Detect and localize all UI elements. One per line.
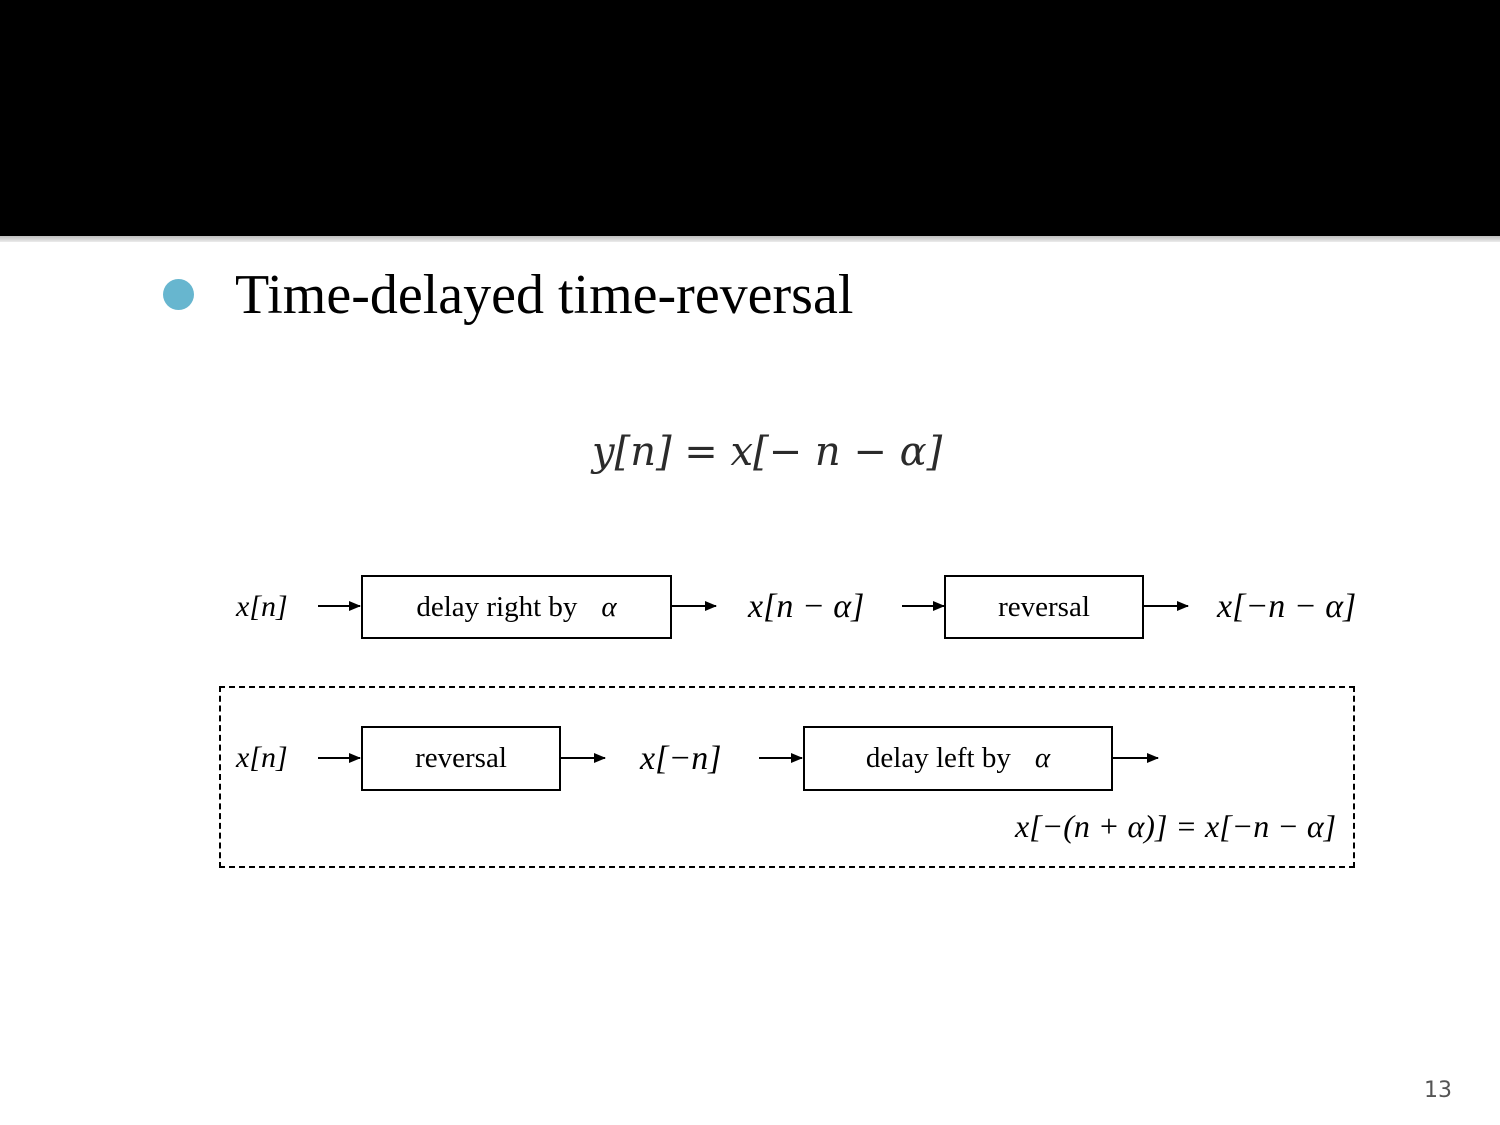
reversal-label: reversal — [998, 590, 1090, 623]
row1-output-signal: x[−n − α] — [1217, 588, 1357, 625]
equation: y[n] = x[− n − α] — [592, 429, 943, 475]
bullet-icon — [163, 279, 194, 310]
row2-output-signal: x[−(n + α)] = x[−n − α] — [1015, 808, 1337, 844]
reversal-block-2: reversal — [361, 726, 561, 791]
row2-intermediate-signal: x[−n] — [640, 740, 722, 777]
delay-right-block: delay right by α — [361, 575, 672, 639]
delay-right-label: delay right by — [416, 590, 578, 623]
alpha-symbol: α — [601, 590, 617, 623]
bullet-text: Time-delayed time-reversal — [235, 264, 854, 326]
alpha-symbol: α — [1034, 742, 1051, 774]
delay-left-block: delay left by α — [803, 726, 1113, 791]
reversal-block: reversal — [944, 575, 1144, 639]
reversal-label: reversal — [415, 742, 507, 774]
row1-input-signal: x[n] — [236, 590, 288, 623]
row1-intermediate-signal: x[n − α] — [748, 588, 865, 625]
delay-left-label: delay left by — [865, 742, 1011, 774]
title-divider — [0, 236, 1500, 242]
row2-input-signal: x[n] — [236, 741, 288, 774]
page-number: 13 — [1424, 1078, 1452, 1103]
title-bar — [0, 0, 1500, 236]
equivalent-system-group — [219, 686, 1355, 868]
